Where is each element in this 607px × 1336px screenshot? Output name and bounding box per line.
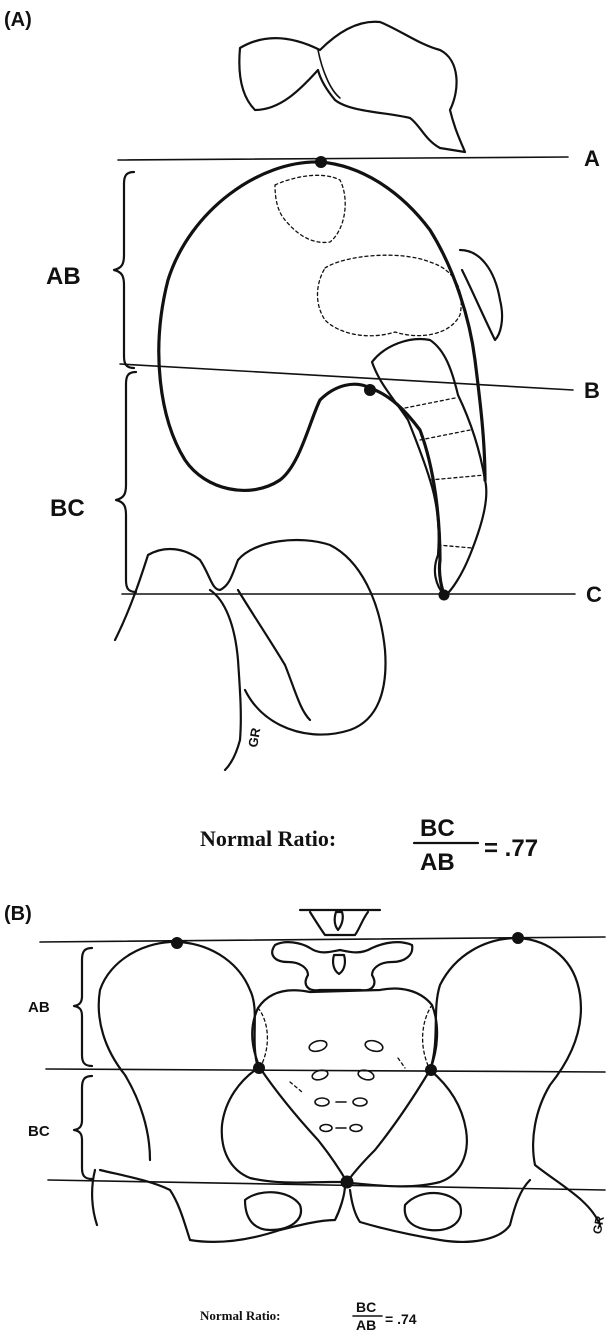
foramen-l3 [315, 1098, 329, 1106]
foramen-r4 [350, 1125, 362, 1132]
coccyx-joint-1 [405, 398, 455, 408]
brace-b-ab [74, 948, 92, 1066]
panel-b-label: (B) [4, 903, 32, 925]
point-c [439, 590, 450, 601]
coccyx-joint-3 [430, 475, 485, 480]
foramen-tick-r [398, 1058, 405, 1068]
segment-bc-label: BC [50, 495, 85, 522]
sacrum-dashed-2 [318, 255, 462, 336]
point-b-bottom [341, 1176, 354, 1189]
lumbar-transverse [272, 942, 412, 990]
panel-a: (A) A B C AB BC GR [4, 9, 602, 876]
upper-vertebra-outline [239, 22, 465, 152]
ratio-b-value: = .74 [385, 1311, 417, 1327]
coccyx-joint-2 [420, 430, 470, 440]
right-obturator [405, 1193, 461, 1230]
segment-b-ab-label: AB [28, 999, 50, 1016]
foramen-l4 [320, 1125, 332, 1132]
segment-b-bc-label: BC [28, 1123, 50, 1140]
sacrum-dashed-1 [275, 175, 345, 242]
segment-ab-label: AB [46, 263, 81, 290]
line-a-label: A [584, 146, 600, 171]
pubis-outline [115, 540, 386, 735]
sacroiliac-right [423, 1005, 432, 1070]
brace-ab [114, 172, 134, 368]
ratio-a-numerator: BC [420, 815, 455, 842]
brace-b-bc [74, 1076, 92, 1179]
brace-bc [116, 372, 136, 592]
lumbar-vertebra-outline [300, 910, 380, 935]
foramen-r3 [353, 1098, 367, 1106]
ratio-b-caption: Normal Ratio: [200, 1308, 281, 1323]
panel-b: (B) AB BC [4, 903, 607, 1333]
foramen-r1 [364, 1039, 384, 1053]
ratio-a-caption: Normal Ratio: [200, 826, 336, 851]
coccyx-outline [372, 339, 486, 596]
sacroiliac-left [258, 1008, 267, 1068]
gr-label-b: GR [590, 1215, 607, 1235]
foramen-tick-l [290, 1082, 302, 1092]
lumbar-spinous-2 [333, 955, 345, 974]
point-b-top-left [171, 937, 183, 949]
iliac-wing-edge [460, 250, 502, 340]
gr-label-a: GR [245, 726, 263, 748]
line-b-label: B [584, 378, 600, 403]
ratio-a-denominator: AB [420, 849, 455, 876]
coccyx-joint-4 [438, 545, 472, 548]
ischium-outline [210, 590, 241, 770]
right-pubis-outline [350, 1180, 530, 1242]
point-a [315, 156, 327, 168]
point-b-mid-left [253, 1062, 265, 1074]
left-ilium-outline [99, 942, 258, 1160]
obturator-outline [238, 590, 310, 720]
foramen-l1 [308, 1039, 328, 1053]
sacrum-outline [252, 989, 437, 1182]
point-b-top-right [512, 932, 524, 944]
line-c-label: C [586, 582, 602, 607]
right-ischium-outline [350, 1070, 467, 1186]
ratio-b-denominator: AB [356, 1317, 376, 1333]
point-b-mid-right [425, 1064, 437, 1076]
point-b [364, 384, 376, 396]
panel-a-label: (A) [4, 9, 32, 31]
ratio-a-value: = .77 [484, 835, 538, 862]
left-obturator [245, 1192, 301, 1230]
ratio-b-numerator: BC [356, 1299, 376, 1315]
line-a [118, 157, 568, 160]
right-ilium-outline [430, 938, 600, 1225]
lumbar-spinous-process [335, 912, 343, 930]
ilium-outline [159, 162, 445, 596]
